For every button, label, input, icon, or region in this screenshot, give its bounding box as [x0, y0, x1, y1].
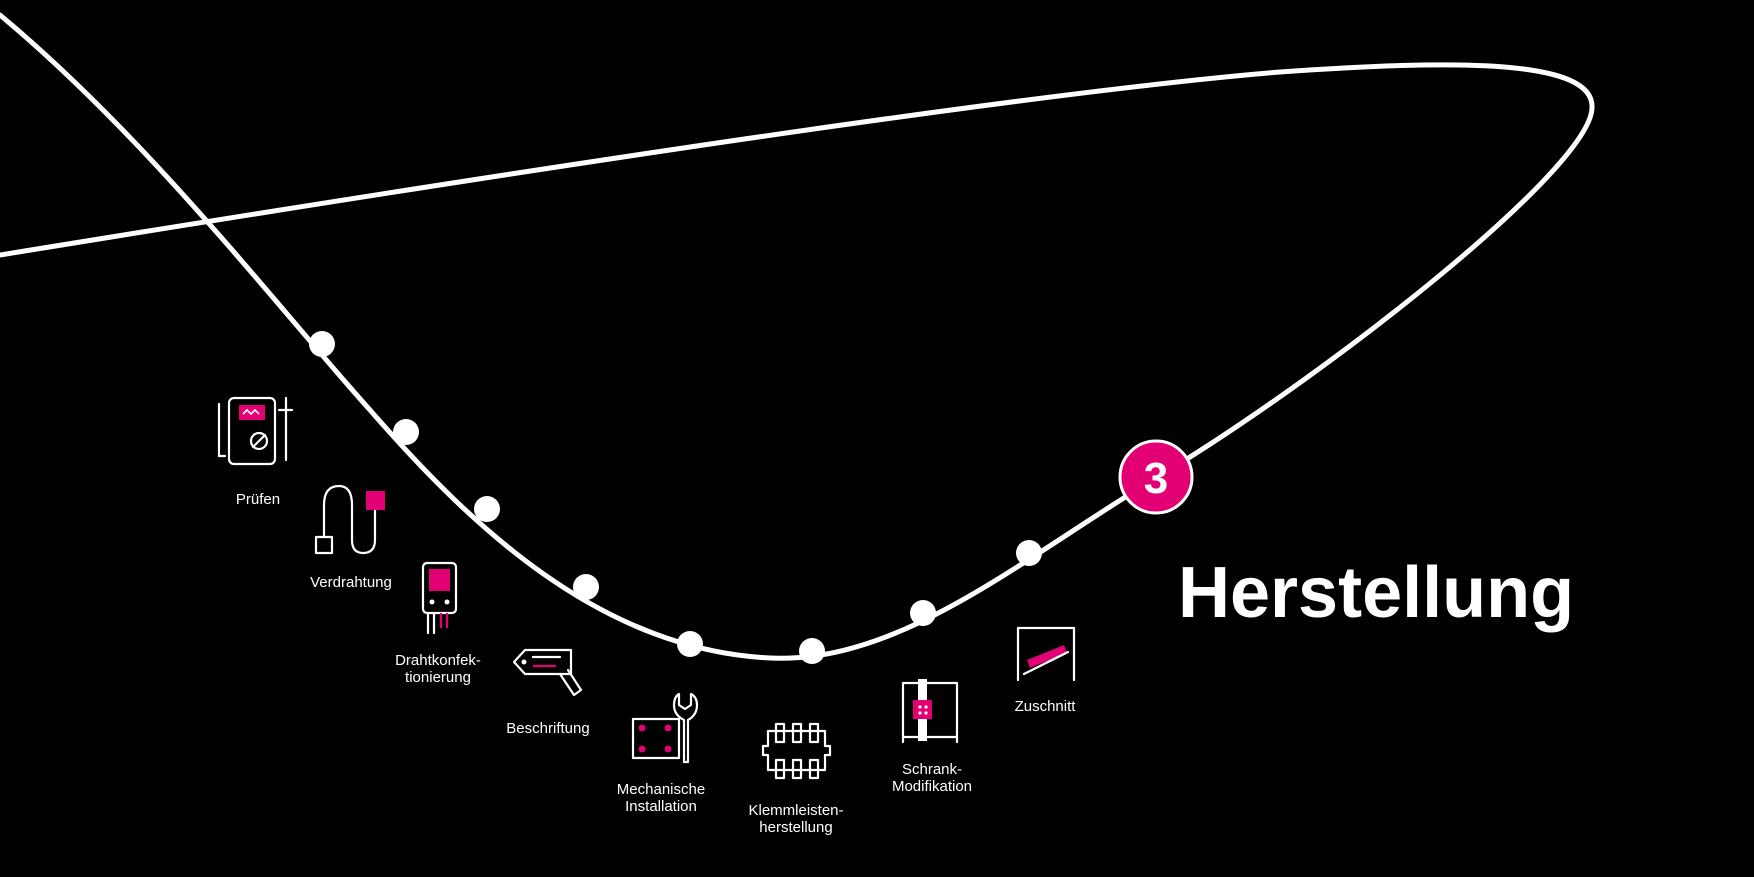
cabinet-icon — [901, 679, 959, 744]
step-label-pruefen: Prüfen — [236, 491, 280, 508]
step-label-mechanische-installation-2: Installation — [625, 798, 697, 815]
step-label-klemmleistenherstellung-2: herstellung — [759, 819, 832, 836]
section-title: Herstellung — [1178, 553, 1574, 633]
cutting-icon — [1016, 626, 1076, 682]
step-dot — [573, 574, 599, 600]
multimeter-icon — [217, 396, 294, 466]
step-dot — [910, 600, 936, 626]
step-badge: 3 — [1118, 439, 1194, 515]
step-badge-number: 3 — [1144, 454, 1168, 503]
wrench-plate-icon — [631, 692, 699, 764]
connector-icon — [421, 561, 458, 635]
step-dot — [474, 496, 500, 522]
step-dot — [393, 419, 419, 445]
step-dots — [309, 331, 1042, 664]
step-label-drahtkonfektionierung-1: Drahtkonfek- — [395, 652, 481, 669]
step-label-drahtkonfektionierung-2: tionierung — [405, 669, 471, 686]
tag-icon — [512, 648, 583, 697]
step-label-verdrahtung: Verdrahtung — [310, 574, 392, 591]
step-labels: Prüfen Verdrahtung Drahtkonfek- tionieru… — [236, 491, 1076, 836]
step-dot — [799, 638, 825, 664]
step-label-zuschnitt: Zuschnitt — [1015, 698, 1077, 715]
step-dot — [309, 331, 335, 357]
step-dot — [677, 631, 703, 657]
step-dot — [1016, 540, 1042, 566]
step-label-schrank-modifikation-1: Schrank- — [902, 761, 962, 778]
terminal-block-icon — [761, 722, 832, 780]
step-label-klemmleistenherstellung-1: Klemmleisten- — [748, 802, 843, 819]
cable-icon — [314, 484, 385, 555]
step-label-schrank-modifikation-2: Modifikation — [892, 778, 972, 795]
step-label-mechanische-installation-1: Mechanische — [617, 781, 705, 798]
process-path — [0, 12, 1595, 661]
step-label-beschriftung: Beschriftung — [506, 720, 589, 737]
